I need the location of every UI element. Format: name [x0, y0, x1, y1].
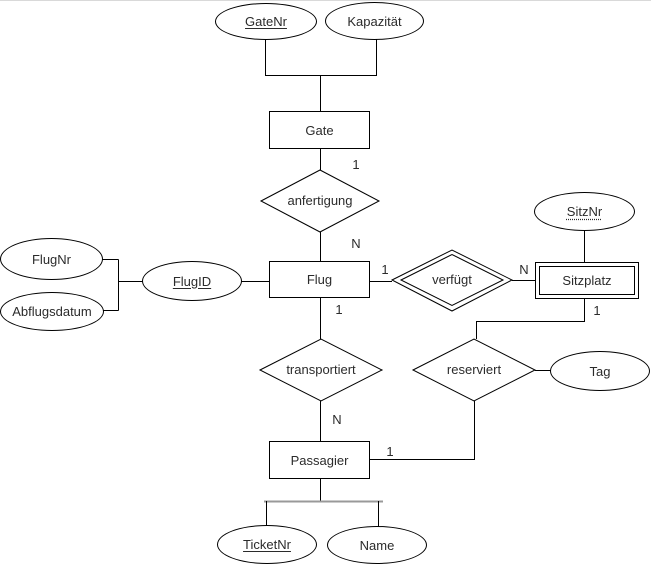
relationship-transportiert-diamond[interactable] [258, 338, 384, 402]
attribute-flugid-label: FlugID [172, 273, 212, 289]
entity-flug-label: Flug [306, 272, 333, 287]
entity-gate[interactable]: Gate [269, 111, 370, 149]
canvas-bottom-edge [0, 0, 651, 1]
relationship-reserviert-diamond[interactable] [411, 338, 537, 402]
attribute-flugid[interactable]: FlugID [142, 261, 242, 301]
relationship-transportiert-label: transportiert [286, 362, 356, 377]
attribute-tag[interactable]: Tag [550, 351, 650, 391]
attribute-kapazitaet-label: Kapazität [347, 13, 402, 29]
entity-sitzplatz-label: Sitzplatz [562, 273, 612, 288]
relationship-verfuegt-label: verfügt [432, 272, 472, 287]
relationship-reserviert-label: reserviert [446, 362, 502, 377]
cardinality-anfertigung-flug: N [351, 236, 361, 251]
attribute-abflugsdatum-label: Abflugsdatum [12, 304, 92, 319]
entity-gate-label: Gate [305, 122, 334, 138]
relationship-anfertigung-label: anfertigung [287, 193, 353, 208]
attribute-kapazitaet[interactable]: Kapazität [325, 2, 424, 40]
cardinality-sitzplatz-reserviert: 1 [593, 303, 601, 318]
attribute-tag-label: Tag [589, 363, 611, 379]
attribute-sitznr-label: SitzNr [566, 204, 603, 219]
cardinality-transportiert-passagier: N [332, 412, 342, 427]
entity-sitzplatz[interactable]: Sitzplatz [535, 262, 639, 299]
relationship-verfuegt-diamond-inner [399, 253, 505, 307]
attribute-gatenr[interactable]: GateNr [215, 3, 317, 40]
attribute-sitznr[interactable]: SitzNr [534, 192, 635, 231]
attribute-name[interactable]: Name [327, 526, 427, 564]
cardinality-flug-transportiert: 1 [335, 302, 343, 317]
cardinality-flug-verfuegt: 1 [381, 262, 389, 277]
attribute-ticketnr[interactable]: TicketNr [217, 525, 317, 564]
entity-passagier-label: Passagier [290, 452, 349, 468]
cardinality-gate-anfertigung: 1 [352, 157, 360, 172]
attribute-abflugsdatum[interactable]: Abflugsdatum [0, 292, 104, 331]
attribute-flugnr[interactable]: FlugNr [0, 238, 103, 280]
attribute-gatenr-label: GateNr [245, 14, 287, 29]
cardinality-passagier-reserviert: 1 [386, 444, 394, 459]
entity-flug[interactable]: Flug [269, 261, 370, 298]
cardinality-verfuegt-sitzplatz: N [519, 262, 529, 277]
attribute-flugnr-label: FlugNr [31, 251, 71, 267]
relationship-anfertigung-diamond[interactable] [259, 169, 381, 233]
attribute-ticketnr-label: TicketNr [243, 537, 291, 552]
attribute-name-label: Name [359, 537, 395, 553]
entity-passagier[interactable]: Passagier [269, 441, 370, 479]
